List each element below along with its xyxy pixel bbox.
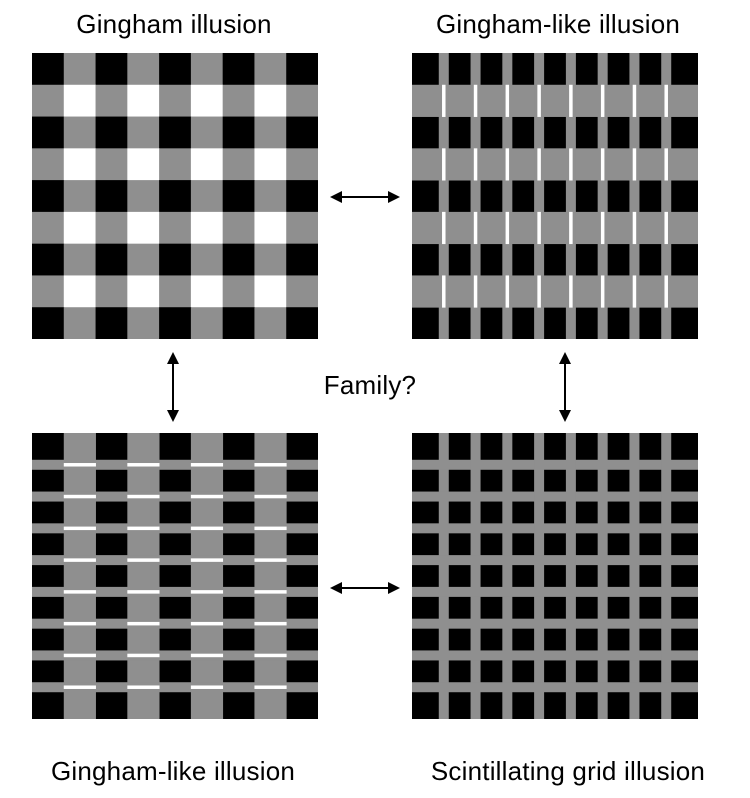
double-arrow-vertical-left-icon xyxy=(167,352,179,422)
gingham-illusion-panel xyxy=(32,53,318,339)
title-scintillating-grid-illusion: Scintillating grid illusion xyxy=(430,756,706,786)
family-question-label: Family? xyxy=(323,370,417,400)
double-arrow-horizontal-bottom-icon xyxy=(330,582,400,594)
double-arrow-vertical-right-icon xyxy=(559,352,571,422)
double-arrow-horizontal-top-icon xyxy=(330,191,400,203)
gingham-like-horizontal-panel xyxy=(32,433,318,719)
title-gingham-like-illusion-top: Gingham-like illusion xyxy=(435,9,681,39)
gingham-like-vertical-panel xyxy=(412,53,698,339)
title-gingham-like-illusion-bottom: Gingham-like illusion xyxy=(50,756,296,786)
title-gingham-illusion: Gingham illusion xyxy=(76,9,272,39)
scintillating-grid-panel xyxy=(412,433,698,719)
